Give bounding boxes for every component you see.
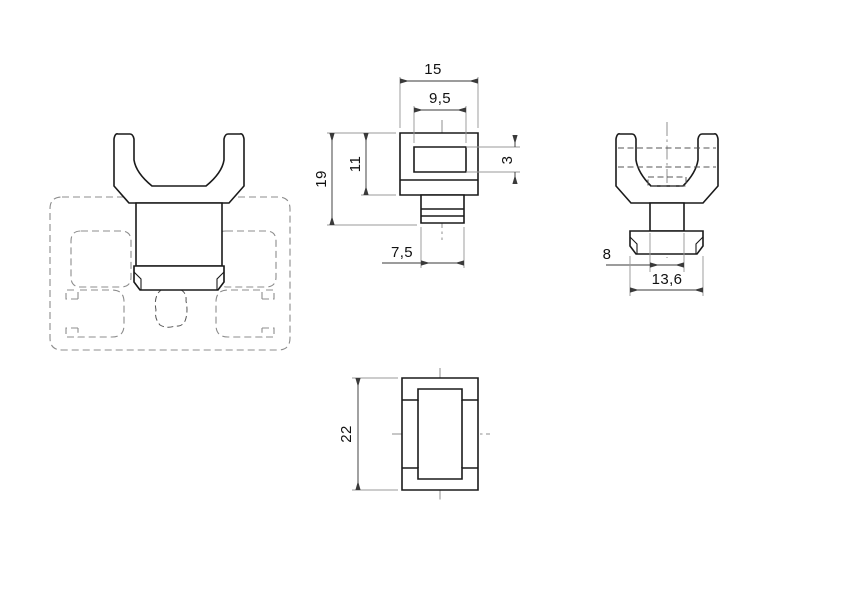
dim-label-7-5: 7,5 — [391, 244, 413, 261]
saddle-bracket-outline — [113, 133, 245, 204]
t-nut-right — [629, 230, 704, 255]
side-section-view: 15 9,5 19 11 — [313, 61, 520, 268]
bracket-stem — [135, 202, 223, 267]
dimension-top-length: 22 — [338, 377, 398, 491]
dim-label-8: 8 — [603, 246, 612, 263]
top-view: 22 — [338, 368, 490, 500]
dimension-slot-thickness: 3 — [466, 135, 520, 184]
top-view-notch-lower — [402, 467, 478, 480]
saddle-hidden-rect — [647, 176, 687, 187]
dimension-nut-inner-width: 8 — [603, 233, 685, 272]
dim-label-15: 15 — [424, 61, 442, 78]
dimension-width-inner: 9,5 — [413, 90, 467, 143]
dim-label-22: 22 — [338, 425, 355, 443]
dimension-stem-width: 7,5 — [382, 227, 465, 268]
dim-label-11: 11 — [347, 156, 364, 172]
saddle-outline-right — [615, 133, 719, 204]
dim-label-19: 19 — [313, 170, 330, 188]
dimension-nut-outer-width: 13,6 — [629, 256, 704, 296]
dim-label-9-5: 9,5 — [429, 90, 451, 107]
inner-slot-rect — [413, 146, 467, 173]
stem-outline-right — [649, 202, 685, 232]
extrusion-slot-lower-right — [215, 289, 275, 338]
front-detail-view: 8 13,6 — [603, 122, 719, 296]
top-view-outline — [401, 377, 479, 491]
dimension-height-body: 11 — [347, 132, 396, 196]
dim-label-13-6: 13,6 — [652, 271, 683, 288]
extrusion-profile-outline — [49, 196, 291, 351]
t-nut-body — [133, 265, 225, 291]
extrusion-chamber-upper-left — [70, 230, 132, 288]
dimension-width-overall: 15 — [399, 61, 479, 128]
dim-label-3: 3 — [499, 156, 516, 165]
front-assembly-view — [49, 133, 291, 351]
top-view-notch-upper — [402, 388, 478, 401]
extrusion-chamber-upper-right — [215, 230, 277, 288]
extrusion-center-bore — [154, 287, 188, 328]
extrusion-slot-lower-left — [65, 289, 125, 338]
